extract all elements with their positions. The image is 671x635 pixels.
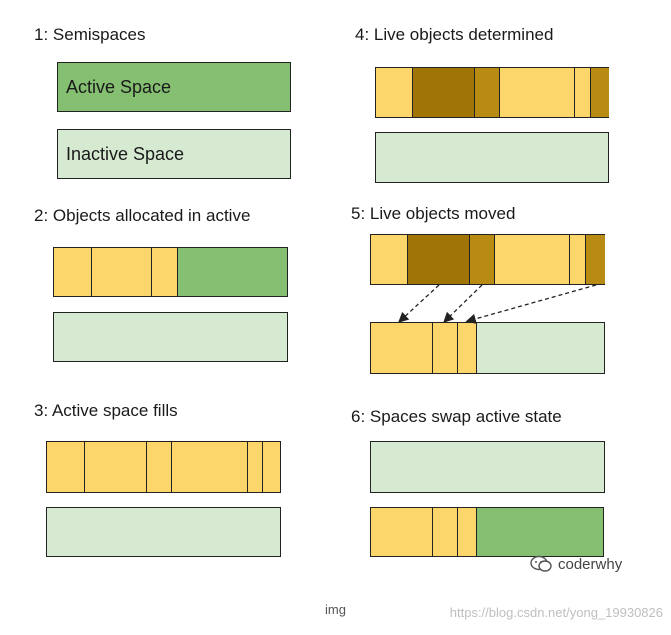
live-object-block	[586, 235, 605, 284]
object-block	[458, 508, 477, 556]
step-3-title: 3: Active space fills	[34, 401, 178, 420]
step-6-inactive-space	[370, 441, 605, 493]
wechat-icon	[530, 555, 552, 573]
moved-object-block	[371, 323, 433, 373]
move-arrow	[398, 284, 440, 323]
moved-object-block	[458, 323, 477, 373]
live-object-block	[408, 235, 470, 284]
object-block	[263, 442, 281, 492]
step-3-inactive-space	[46, 507, 281, 557]
active-space-box: Active Space	[57, 62, 291, 112]
object-block	[376, 68, 413, 117]
live-object-block	[470, 235, 495, 284]
source-watermark: https://blog.csdn.net/yong_19930826	[449, 605, 663, 620]
step-4-title: 4: Live objects determined	[355, 25, 554, 44]
object-block	[172, 442, 248, 492]
object-block	[248, 442, 263, 492]
object-block	[575, 68, 591, 117]
object-block	[92, 248, 152, 296]
live-object-block	[475, 68, 500, 117]
object-block	[570, 235, 586, 284]
object-block	[147, 442, 172, 492]
move-arrow	[465, 284, 597, 324]
step-2-active-space	[53, 247, 288, 297]
object-block	[433, 508, 458, 556]
step-2-title: 2: Objects allocated in active	[34, 206, 251, 225]
inactive-space-box: Inactive Space	[57, 129, 291, 179]
inactive-space-label: Inactive Space	[66, 143, 185, 164]
moved-object-block	[433, 323, 458, 373]
object-block	[371, 235, 408, 284]
move-arrow	[443, 284, 483, 323]
brand-name: coderwhy	[558, 555, 623, 573]
object-block	[152, 248, 178, 296]
step-5-title: 5: Live objects moved	[351, 204, 516, 223]
step-6-active-space	[370, 507, 604, 557]
step-5-inactive-space	[370, 322, 605, 374]
object-block	[85, 442, 147, 492]
object-block	[47, 442, 85, 492]
object-block	[500, 68, 575, 117]
step-5-active-space	[370, 234, 605, 285]
live-object-block	[591, 68, 609, 117]
object-block	[495, 235, 570, 284]
brand-badge: coderwhy	[530, 555, 622, 573]
step-4-inactive-space	[375, 132, 609, 183]
image-caption: img	[325, 602, 346, 617]
live-object-block	[413, 68, 475, 117]
step-3-active-space	[46, 441, 281, 493]
step-6-title: 6: Spaces swap active state	[351, 407, 562, 426]
object-block	[371, 508, 433, 556]
step-1-title: 1: Semispaces	[34, 25, 146, 44]
step-4-active-space	[375, 67, 609, 118]
active-space-label: Active Space	[66, 76, 172, 97]
object-block	[54, 248, 92, 296]
step-2-inactive-space	[53, 312, 288, 362]
